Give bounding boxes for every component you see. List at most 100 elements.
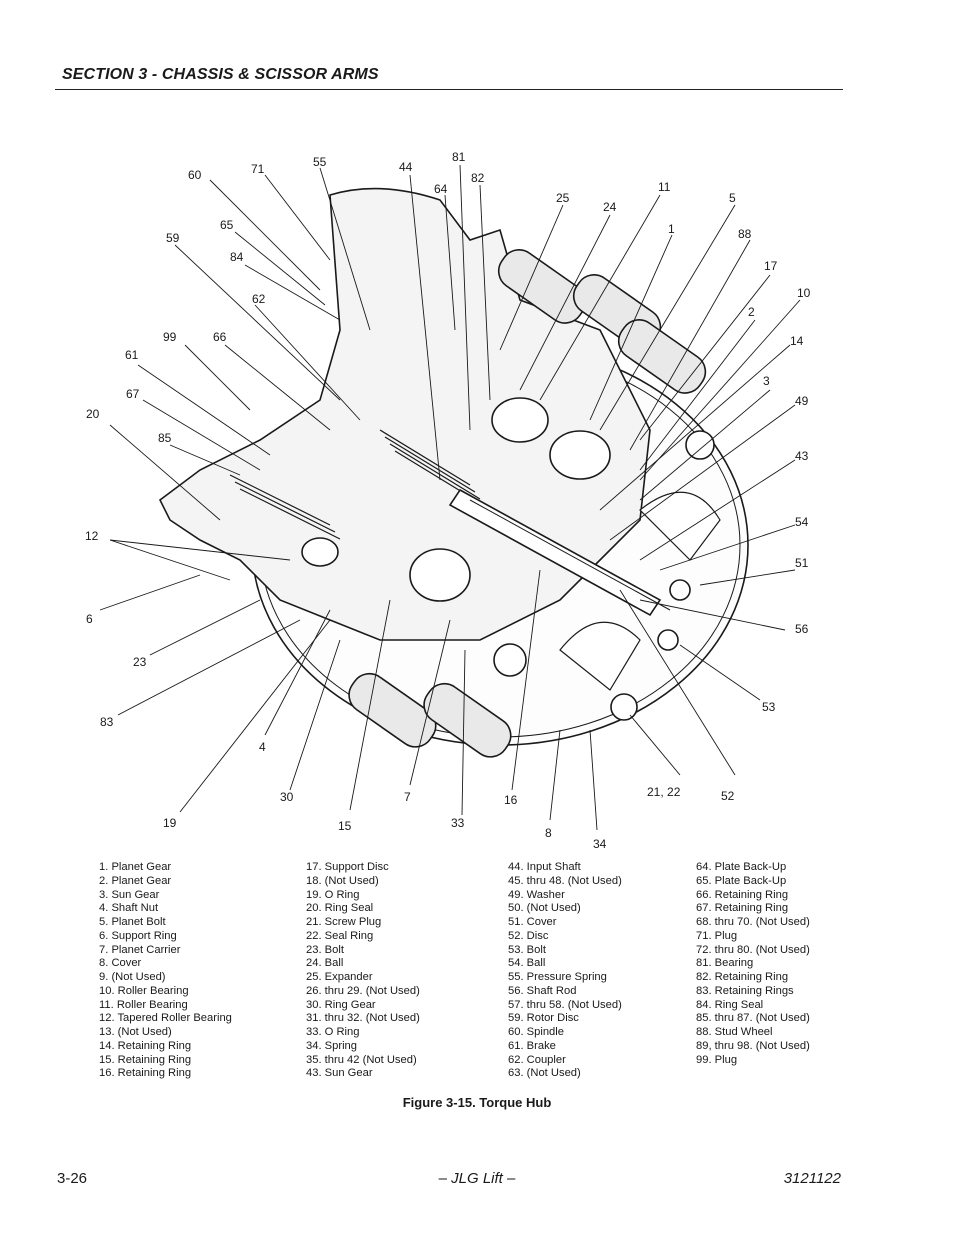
legend-item: 62. Coupler <box>508 1053 566 1066</box>
callout-label: 34 <box>593 837 607 850</box>
callout-label: 33 <box>451 816 465 830</box>
legend-item: 45. thru 48. (Not Used) <box>508 874 622 887</box>
callout-label: 12 <box>85 529 99 543</box>
legend-item: 89, thru 98. (Not Used) <box>696 1039 810 1052</box>
legend-item: 33. O Ring <box>306 1026 360 1038</box>
legend-item: 6. Support Ring <box>99 929 177 942</box>
callout-label: 24 <box>603 200 617 214</box>
legend-item: 49. Washer <box>508 888 565 901</box>
callout-label: 49 <box>795 394 809 408</box>
legend-item: 72. thru 80. (Not Used) <box>696 943 810 956</box>
callout-label: 8 <box>545 826 552 840</box>
legend-column-4: 64. Plate Back-Up 65. Plate Back-Up 66. … <box>696 861 810 1067</box>
legend-item: 24. Ball <box>306 957 344 970</box>
callout-label: 99 <box>163 330 177 344</box>
legend-item: 23. Bolt <box>306 943 344 956</box>
legend-item: 88. Stud Wheel <box>696 1026 773 1038</box>
bolt-heads <box>493 430 715 721</box>
callout-label: 66 <box>213 330 227 344</box>
legend-item: 83. Retaining Rings <box>696 984 794 997</box>
legend-item: 52. Disc <box>508 929 549 942</box>
legend-item: 67. Retaining Ring <box>696 902 789 915</box>
legend-item: 68. thru 70. (Not Used) <box>696 916 810 928</box>
callout-label: 71 <box>251 162 265 176</box>
legend-item: 59. Rotor Disc <box>508 1012 579 1025</box>
callout-label: 67 <box>126 387 140 401</box>
legend-item: 15. Retaining Ring <box>99 1053 192 1066</box>
legend-item: 85. thru 87. (Not Used) <box>696 1012 810 1025</box>
legend-item: 16. Retaining Ring <box>99 1067 192 1080</box>
input-shaft <box>448 488 662 617</box>
legend-item: 18. (Not Used) <box>306 874 379 887</box>
callout-label: 52 <box>721 789 735 803</box>
legend-item: 20. Ring Seal <box>306 902 374 915</box>
callout-label: 5 <box>729 191 736 205</box>
callout-label: 16 <box>504 793 518 807</box>
legend-item: 31. thru 32. (Not Used) <box>306 1012 420 1025</box>
callout-label: 83 <box>100 715 114 729</box>
legend-item: 43. Sun Gear <box>306 1067 373 1080</box>
legend-item: 65. Plate Back-Up <box>696 874 787 887</box>
callout-label: 17 <box>764 259 778 273</box>
legend-item: 51. Cover <box>508 916 557 928</box>
callout-label: 54 <box>795 515 809 529</box>
callout-label: 64 <box>434 182 448 196</box>
legend-item: 54. Ball <box>508 957 546 970</box>
legend-column-1: 1. Planet Gear 2. Planet Gear 3. Sun Gea… <box>99 861 232 1081</box>
legend-item: 9. (Not Used) <box>99 971 166 983</box>
legend-item: 55. Pressure Spring <box>508 971 607 983</box>
callout-label: 62 <box>252 292 266 306</box>
callout-label: 30 <box>280 790 294 804</box>
legend-item: 64. Plate Back-Up <box>696 861 787 873</box>
callout-label: 20 <box>86 407 100 421</box>
cover-slots <box>559 491 721 691</box>
callout-labels: 60 71 55 44 81 64 82 25 24 11 5 1 88 17 … <box>85 150 811 850</box>
legend-item: 2. Planet Gear <box>99 874 172 887</box>
callout-label: 55 <box>313 155 327 169</box>
legend-item: 44. Input Shaft <box>508 861 581 873</box>
callout-label: 15 <box>338 819 352 833</box>
legend-item: 19. O Ring <box>306 888 360 901</box>
callout-label: 84 <box>230 250 244 264</box>
callout-label: 1 <box>668 222 675 236</box>
bearings <box>301 397 611 602</box>
legend-item: 13. (Not Used) <box>99 1026 172 1038</box>
callout-label: 3 <box>763 374 770 388</box>
legend-item: 30. Ring Gear <box>306 998 376 1011</box>
callout-label: 65 <box>220 218 234 232</box>
legend-item: 34. Spring <box>306 1039 357 1052</box>
callout-label: 19 <box>163 816 177 830</box>
callout-label: 61 <box>125 348 139 362</box>
document-number: 3121122 <box>783 1170 841 1187</box>
callout-label: 7 <box>404 790 411 804</box>
legend-item: 25. Expander <box>306 971 373 983</box>
legend-column-3: 44. Input Shaft 45. thru 48. (Not Used) … <box>508 861 622 1081</box>
legend-item: 35. thru 42 (Not Used) <box>306 1053 417 1066</box>
legend-item: 99. Plug <box>696 1053 738 1066</box>
callout-label: 11 <box>658 180 671 194</box>
legend-item: 11. Roller Bearing <box>99 998 188 1011</box>
springs <box>229 429 486 540</box>
callout-label: 6 <box>86 612 93 626</box>
callout-label: 56 <box>795 622 809 636</box>
torque-hub-drawing: 60 71 55 44 81 64 82 25 24 11 5 1 88 17 … <box>85 150 811 850</box>
legend-item: 14. Retaining Ring <box>99 1039 192 1052</box>
legend-item: 22. Seal Ring <box>306 929 374 942</box>
callout-label: 23 <box>133 655 147 669</box>
callout-label: 51 <box>795 556 809 570</box>
leader-lines <box>99 164 801 831</box>
legend-item: 50. (Not Used) <box>508 902 581 915</box>
legend-item: 8. Cover <box>99 957 142 970</box>
legend-item: 26. thru 29. (Not Used) <box>306 984 420 997</box>
stud-wheels <box>348 249 707 758</box>
header-divider <box>55 89 843 90</box>
page-number: 3-26 <box>57 1170 88 1187</box>
legend-item: 1. Planet Gear <box>99 861 172 873</box>
callout-label: 43 <box>795 449 809 463</box>
legend-item: 21. Screw Plug <box>306 916 382 928</box>
footer-brand: – JLG Lift – <box>438 1170 516 1187</box>
callout-label: 14 <box>790 334 804 348</box>
legend-item: 63. (Not Used) <box>508 1067 581 1080</box>
callout-label: 53 <box>762 700 776 714</box>
legend-item: 3. Sun Gear <box>99 888 160 901</box>
